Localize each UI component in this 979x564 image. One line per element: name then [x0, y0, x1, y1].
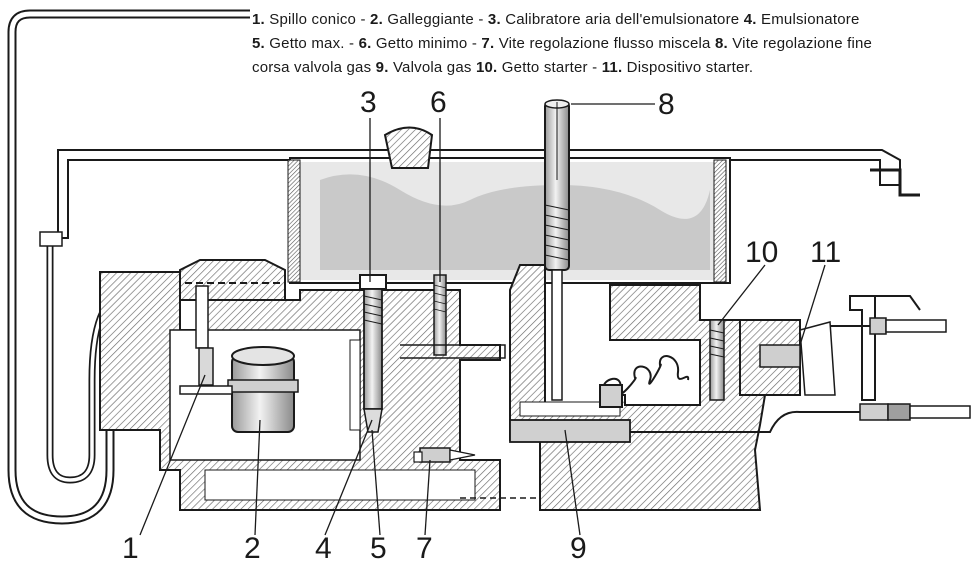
legend-text: Calibratore aria dell'emulsionatore: [500, 11, 744, 28]
callout-5: 5: [370, 532, 387, 564]
legend-text: Getto minimo -: [371, 35, 482, 52]
legend-text: Emulsionatore: [756, 11, 860, 28]
callout-4: 4: [315, 532, 332, 564]
legend-text: Getto max. -: [264, 35, 359, 52]
callout-1: 1: [122, 532, 139, 564]
legend-num: 7.: [481, 35, 495, 52]
legend-text: Vite regolazione fine: [727, 35, 873, 52]
legend-text: Getto starter -: [497, 59, 602, 76]
callout-9: 9: [570, 532, 587, 564]
cables: [630, 317, 971, 433]
legend-line-3: corsa valvola gas 9. Valvola gas 10. Get…: [252, 56, 976, 80]
legend-num: 3.: [487, 11, 501, 28]
legend-num: 8.: [714, 35, 728, 52]
legend-num: 6.: [358, 35, 372, 52]
legend-text: Valvola gas: [388, 59, 476, 76]
starter-device: [709, 295, 921, 401]
legend-text: corsa valvola gas: [252, 59, 376, 76]
callout-6: 6: [430, 86, 447, 119]
legend-text: Spillo conico -: [264, 11, 371, 28]
legend-num: 4.: [743, 11, 757, 28]
legend-num: 2.: [370, 11, 383, 28]
callout-11: 11: [810, 236, 841, 269]
legend-num: 10.: [475, 59, 498, 76]
callout-7: 7: [416, 532, 433, 564]
callout-10: 10: [745, 236, 778, 269]
fine-adjust-screw: [544, 99, 570, 401]
legend-num: 9.: [375, 59, 389, 76]
air-filter-housing: [39, 126, 920, 284]
legend-text: Galleggiante -: [382, 11, 488, 28]
legend-num: 1.: [252, 11, 265, 28]
mixture-screw: [413, 447, 476, 463]
callouts: 1 2 3 4 5 6 7 8 9 10 11: [122, 86, 841, 564]
legend-text: Vite regolazione flusso miscela: [494, 35, 715, 52]
leader-lines: [139, 103, 826, 536]
legend: 1. Spillo conico - 2. Galleggiante - 3. …: [252, 8, 976, 80]
callout-3: 3: [360, 86, 377, 119]
conical-needle: [195, 285, 214, 386]
legend-line-2: 5. Getto max. - 6. Getto minimo - 7. Vit…: [252, 32, 976, 56]
callout-8: 8: [658, 88, 675, 121]
legend-text: Dispositivo starter.: [622, 59, 754, 76]
callout-2: 2: [244, 532, 261, 564]
legend-num: 11.: [601, 59, 623, 76]
throttle-body: [509, 264, 766, 511]
legend-line-1: 1. Spillo conico - 2. Galleggiante - 3. …: [252, 8, 976, 32]
throttle-spring: [599, 355, 690, 408]
legend-num: 5.: [252, 35, 265, 52]
float: [179, 346, 299, 433]
emulsion-tube: [349, 274, 387, 433]
